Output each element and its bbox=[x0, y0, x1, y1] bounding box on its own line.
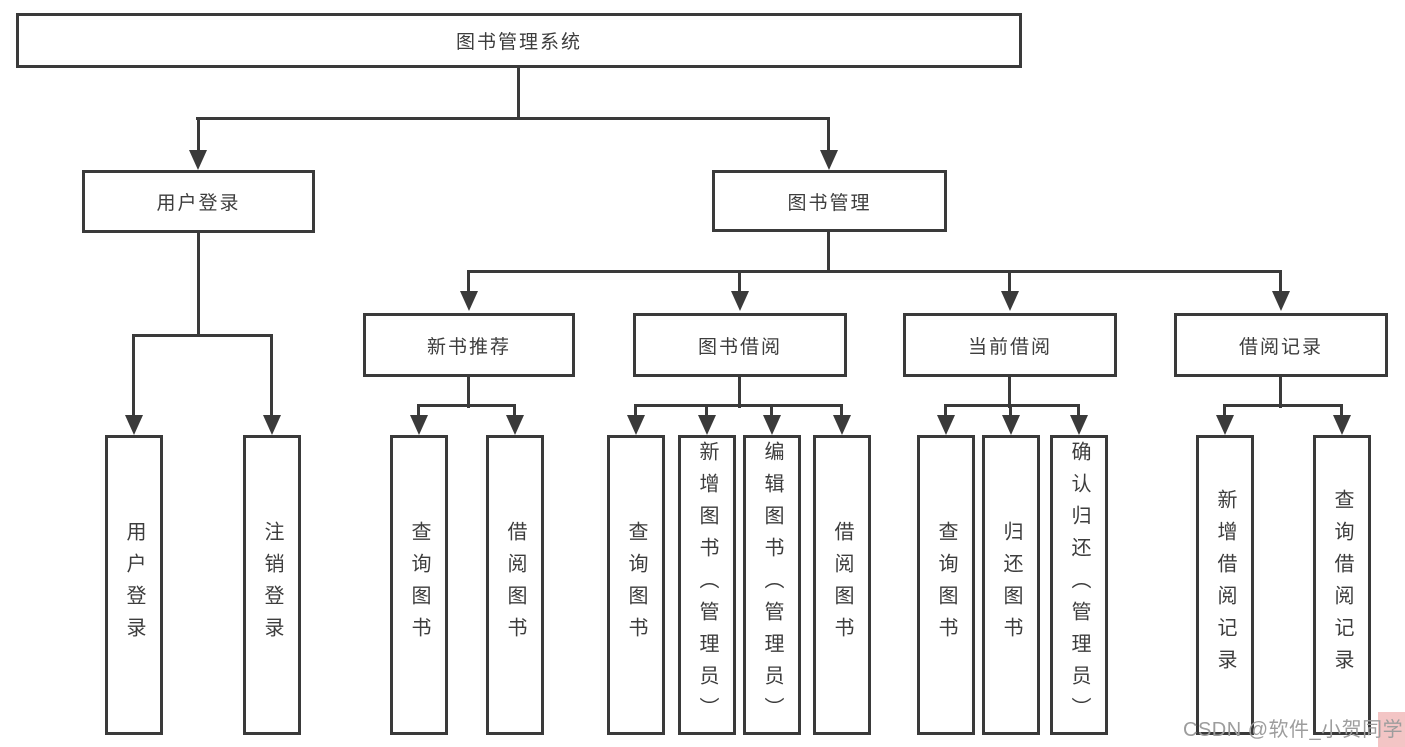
node-book-borrowing: 图书借阅 bbox=[633, 313, 847, 377]
arrowhead-down-icon bbox=[189, 150, 207, 170]
arrowhead-down-icon bbox=[731, 291, 749, 311]
leaf-user-login: 用户登录 bbox=[105, 435, 163, 735]
connector-line bbox=[1279, 270, 1282, 295]
arrowhead-down-icon bbox=[460, 291, 478, 311]
connector-line bbox=[1223, 404, 1226, 420]
connector-line bbox=[197, 117, 200, 153]
connector-line bbox=[467, 270, 1282, 273]
connector-line bbox=[840, 404, 843, 420]
node-label: 新增借阅记录 bbox=[1214, 489, 1236, 681]
leaf-add-borrow-record: 新增借阅记录 bbox=[1196, 435, 1254, 735]
leaf-borrow-books: 借阅图书 bbox=[813, 435, 871, 735]
node-label: 查询图书 bbox=[935, 521, 957, 649]
node-label: 确认归还（管理员） bbox=[1068, 441, 1090, 729]
leaf-borrow-books-recommend: 借阅图书 bbox=[486, 435, 544, 735]
arrowhead-down-icon bbox=[125, 415, 143, 435]
node-label: 用户登录 bbox=[156, 193, 241, 214]
arrowhead-down-icon bbox=[1333, 415, 1351, 435]
node-new-book-recommendation: 新书推荐 bbox=[363, 313, 575, 377]
node-user-login: 用户登录 bbox=[82, 170, 315, 233]
node-label: 注销登录 bbox=[261, 521, 283, 649]
node-label: 借阅记录 bbox=[1238, 336, 1323, 358]
connector-line bbox=[634, 404, 843, 407]
connector-line bbox=[944, 404, 1080, 407]
connector-line bbox=[1008, 270, 1011, 295]
leaf-return-books: 归还图书 bbox=[982, 435, 1040, 735]
connector-line bbox=[467, 377, 470, 408]
connector-line bbox=[196, 117, 830, 120]
connector-line bbox=[770, 404, 773, 420]
leaf-add-books-admin: 新增图书（管理员） bbox=[678, 435, 736, 735]
connector-line bbox=[1009, 404, 1012, 420]
arrowhead-down-icon bbox=[263, 415, 281, 435]
node-label: 新书推荐 bbox=[426, 336, 511, 358]
node-book-management: 图书管理 bbox=[712, 170, 947, 232]
leaf-query-books-current: 查询图书 bbox=[917, 435, 975, 735]
node-label: 归还图书 bbox=[1000, 521, 1022, 649]
connector-line bbox=[738, 270, 741, 295]
arrowhead-down-icon bbox=[1070, 415, 1088, 435]
connector-line bbox=[1008, 377, 1011, 408]
connector-line bbox=[517, 68, 520, 120]
watermark-highlight bbox=[1378, 712, 1405, 747]
leaf-logout: 注销登录 bbox=[243, 435, 301, 735]
arrowhead-down-icon bbox=[833, 415, 851, 435]
node-label: 查询图书 bbox=[625, 521, 647, 649]
connector-line bbox=[827, 232, 830, 273]
connector-line bbox=[738, 377, 741, 408]
node-label: 新增图书（管理员） bbox=[696, 441, 718, 729]
node-label: 借阅图书 bbox=[504, 521, 526, 649]
node-label: 图书管理系统 bbox=[455, 32, 582, 53]
connector-line bbox=[132, 334, 135, 419]
node-label: 用户登录 bbox=[123, 521, 145, 649]
leaf-query-books-recommend: 查询图书 bbox=[390, 435, 448, 735]
connector-line bbox=[417, 404, 420, 420]
node-label: 借阅图书 bbox=[831, 521, 853, 649]
leaf-confirm-return-admin: 确认归还（管理员） bbox=[1050, 435, 1108, 735]
connector-line bbox=[132, 334, 273, 337]
arrowhead-down-icon bbox=[937, 415, 955, 435]
connector-line bbox=[705, 404, 708, 420]
arrowhead-down-icon bbox=[1272, 291, 1290, 311]
arrowhead-down-icon bbox=[410, 415, 428, 435]
connector-line bbox=[634, 404, 637, 420]
connector-line bbox=[944, 404, 947, 420]
node-current-borrowing: 当前借阅 bbox=[903, 313, 1117, 377]
node-label: 图书借阅 bbox=[697, 336, 782, 358]
arrowhead-down-icon bbox=[1002, 415, 1020, 435]
leaf-edit-books-admin: 编辑图书（管理员） bbox=[743, 435, 801, 735]
arrowhead-down-icon bbox=[1001, 291, 1019, 311]
arrowhead-down-icon bbox=[506, 415, 524, 435]
watermark: CSDN @软件_小贺同学 bbox=[1183, 719, 1404, 741]
node-library-management-system: 图书管理系统 bbox=[16, 13, 1022, 68]
node-label: 图书管理 bbox=[787, 192, 872, 214]
arrowhead-down-icon bbox=[627, 415, 645, 435]
connector-line bbox=[467, 270, 470, 295]
connector-line bbox=[1077, 404, 1080, 420]
node-label: 编辑图书（管理员） bbox=[761, 441, 783, 729]
node-borrowing-records: 借阅记录 bbox=[1174, 313, 1388, 377]
connector-line bbox=[1340, 404, 1343, 420]
connector-line bbox=[827, 117, 830, 153]
connector-line bbox=[197, 233, 200, 337]
node-label: 当前借阅 bbox=[967, 336, 1052, 358]
connector-line bbox=[417, 404, 516, 407]
connector-line bbox=[513, 404, 516, 420]
node-label: 查询借阅记录 bbox=[1331, 489, 1353, 681]
arrowhead-down-icon bbox=[698, 415, 716, 435]
leaf-query-borrow-record: 查询借阅记录 bbox=[1313, 435, 1371, 735]
connector-line bbox=[270, 334, 273, 419]
node-label: 查询图书 bbox=[408, 521, 430, 649]
arrowhead-down-icon bbox=[1216, 415, 1234, 435]
arrowhead-down-icon bbox=[763, 415, 781, 435]
arrowhead-down-icon bbox=[820, 150, 838, 170]
leaf-query-books-borrowing: 查询图书 bbox=[607, 435, 665, 735]
connector-line bbox=[1279, 377, 1282, 408]
connector-line bbox=[1223, 404, 1343, 407]
